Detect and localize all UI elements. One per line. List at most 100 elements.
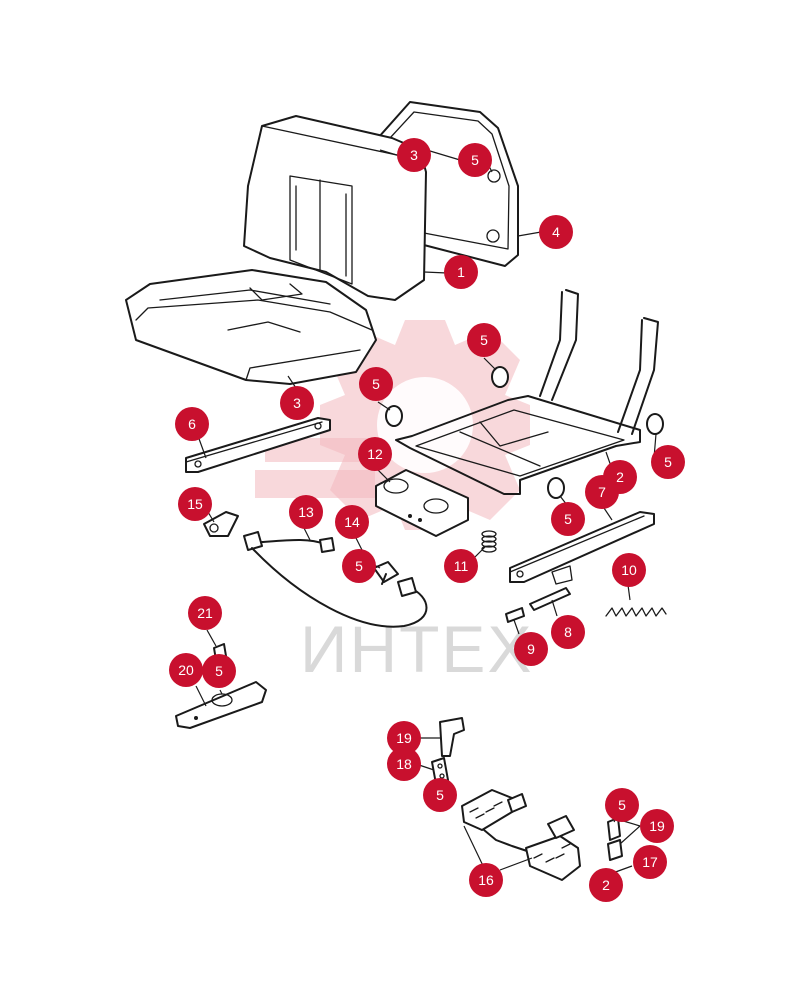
part-seat-frame xyxy=(395,289,659,495)
callout-number: 17 xyxy=(642,854,658,870)
callout-number: 5 xyxy=(471,152,479,168)
callout-circle xyxy=(458,143,492,177)
callout-number: 20 xyxy=(178,662,194,678)
callout-circle xyxy=(444,255,478,289)
callout-badge-19: 19 xyxy=(387,721,421,755)
callout-circle xyxy=(469,863,503,897)
part-belt-anchor-19 xyxy=(439,717,465,757)
callout-number: 14 xyxy=(344,514,360,530)
part-belt-16 xyxy=(461,789,581,881)
part-backrest xyxy=(243,115,427,301)
callout-badge-1: 1 xyxy=(444,255,478,289)
callout-number: 7 xyxy=(598,484,606,500)
callout-circle xyxy=(651,445,685,479)
callout-badge-14: 14 xyxy=(335,505,369,539)
callout-circle xyxy=(640,809,674,843)
callout-badge-5: 5 xyxy=(342,549,376,583)
callout-circle xyxy=(280,386,314,420)
callout-circle xyxy=(444,549,478,583)
callout-circle xyxy=(551,615,585,649)
callout-badge-5: 5 xyxy=(551,502,585,536)
callout-circle xyxy=(387,747,421,781)
callout-number: 18 xyxy=(396,756,412,772)
callout-badge-15: 15 xyxy=(178,487,212,521)
callout-number: 12 xyxy=(367,446,383,462)
callout-badge-11: 11 xyxy=(444,549,478,583)
callout-circle xyxy=(175,407,209,441)
callout-badge-7: 7 xyxy=(585,475,619,509)
callout-number: 3 xyxy=(410,147,418,163)
callout-number: 4 xyxy=(552,224,560,240)
part-lever-20 xyxy=(175,681,267,729)
callout-number: 10 xyxy=(621,562,637,578)
callout-number: 5 xyxy=(355,558,363,574)
callout-badge-3: 3 xyxy=(397,138,431,172)
part-spring xyxy=(481,530,497,553)
callout-number: 5 xyxy=(564,511,572,527)
callout-number: 2 xyxy=(602,877,610,893)
callout-badge-18: 18 xyxy=(387,747,421,781)
callout-badge-5: 5 xyxy=(423,778,457,812)
callout-badge-13: 13 xyxy=(289,495,323,529)
callout-circle xyxy=(612,553,646,587)
callout-circle xyxy=(387,721,421,755)
callout-circle xyxy=(539,215,573,249)
callout-badge-9: 9 xyxy=(514,632,548,666)
callout-number: 19 xyxy=(396,730,412,746)
part-wiring-13 xyxy=(243,531,428,628)
callout-circle xyxy=(585,475,619,509)
callout-number: 6 xyxy=(188,416,196,432)
part-switch-15 xyxy=(203,511,239,537)
callout-number: 13 xyxy=(298,504,314,520)
callout-circle xyxy=(358,437,392,471)
callout-circle xyxy=(514,632,548,666)
callout-number: 5 xyxy=(664,454,672,470)
callout-circle xyxy=(589,868,623,902)
callout-badge-20: 20 xyxy=(169,653,203,687)
callout-badge-3: 3 xyxy=(280,386,314,420)
callout-number: 11 xyxy=(454,558,469,574)
callout-circle xyxy=(169,653,203,687)
callout-circle xyxy=(467,323,501,357)
callout-badge-2: 2 xyxy=(589,868,623,902)
callout-badge-16: 16 xyxy=(469,863,503,897)
callout-number: 8 xyxy=(564,624,572,640)
callout-badge-5: 5 xyxy=(359,367,393,401)
part-plate-19-right xyxy=(607,817,623,861)
callout-circle xyxy=(551,502,585,536)
callout-number: 5 xyxy=(480,332,488,348)
part-pin-9 xyxy=(505,607,525,623)
callout-badge-5: 5 xyxy=(605,788,639,822)
callout-circle xyxy=(423,778,457,812)
callout-badge-6: 6 xyxy=(175,407,209,441)
callout-circle xyxy=(335,505,369,539)
callout-number: 5 xyxy=(372,376,380,392)
callout-circle xyxy=(289,495,323,529)
callout-number: 21 xyxy=(197,605,213,621)
callout-number: 9 xyxy=(527,641,535,657)
callout-badge-10: 10 xyxy=(612,553,646,587)
callout-number: 5 xyxy=(618,797,626,813)
callout-number: 1 xyxy=(457,264,465,280)
callout-number: 3 xyxy=(293,395,301,411)
callout-circle xyxy=(397,138,431,172)
callout-circle xyxy=(188,596,222,630)
callout-badge-5: 5 xyxy=(458,143,492,177)
part-seat-cushion xyxy=(125,269,377,385)
part-bumpers xyxy=(385,366,664,499)
callout-badge-5: 5 xyxy=(467,323,501,357)
callout-number: 5 xyxy=(436,787,444,803)
callout-badge-12: 12 xyxy=(358,437,392,471)
callout-badge-21: 21 xyxy=(188,596,222,630)
callout-circle xyxy=(633,845,667,879)
callout-badge-19: 19 xyxy=(640,809,674,843)
part-spring-10 xyxy=(605,607,667,617)
callout-badge-5: 5 xyxy=(202,654,236,688)
part-bracket xyxy=(375,469,469,537)
callout-badge-8: 8 xyxy=(551,615,585,649)
callout-number: 19 xyxy=(649,818,665,834)
callout-number: 2 xyxy=(616,469,624,485)
callout-badge-4: 4 xyxy=(539,215,573,249)
